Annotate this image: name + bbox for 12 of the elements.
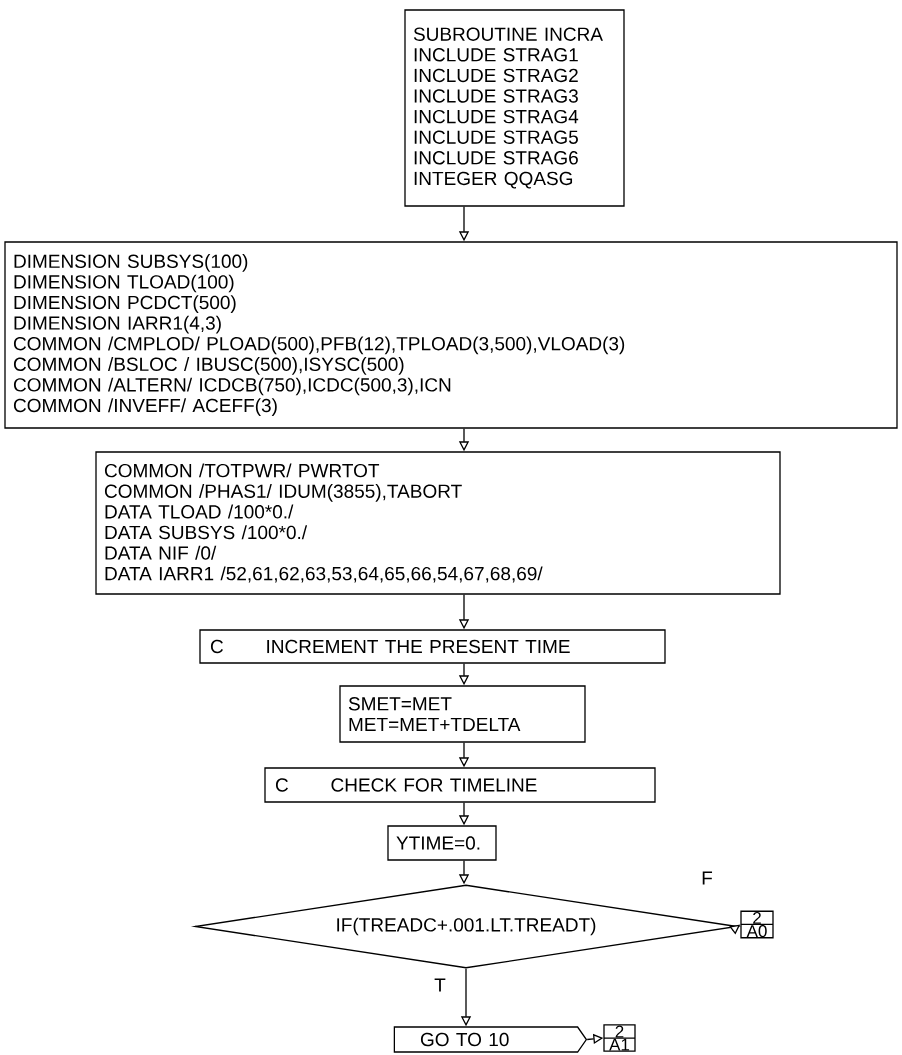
edge-label: T	[433, 977, 447, 993]
process-box: SMET=MET MET=MET+TDELTA	[339, 685, 586, 743]
connector-box: 2 A0	[740, 910, 774, 939]
edge-label: F	[700, 870, 714, 886]
comment-box: C INCREMENT THE PRESENT TIME	[199, 629, 666, 664]
process-box: SUBROUTINE INCRA INCLUDE STRAG1 INCLUDE STRAG2 INCLUDE STRAG3 INCLUDE STRAG4 INCLUDE STRAG5 INCLUDE STRAG6 INTEGER QQASG	[404, 9, 625, 207]
process-box: YTIME=0.	[387, 825, 497, 861]
comment-box: C CHECK FOR TIMELINE	[264, 767, 656, 803]
connector-box: 2 A1	[603, 1024, 636, 1052]
process-box: DIMENSION SUBSYS(100) DIMENSION TLOAD(100) DIMENSION PCDCT(500) DIMENSION IARR1(4,3) COMMON /CMPLOD/ PLOAD(500),PFB(12),TPLOAD(3,500),VLOAD(3) COMMON /BSLOC / IBUSC(500),ISYSC(500) COMMON /ALTERN/ ICDCB(750),ICDC(500,3),ICN COMMON /INVEFF/ ACEFF(3)	[4, 241, 898, 429]
goto-box: GO TO 10	[393, 1026, 588, 1053]
process-box: COMMON /TOTPWR/ PWRTOT COMMON /PHAS1/ IDUM(3855),TABORT DATA TLOAD /100*0./ DATA SUBSYS /100*0./ DATA NIF /0/ DATA IARR1 /52,61,62,63,53,64,65,66,54,67,68,69/	[95, 451, 781, 595]
